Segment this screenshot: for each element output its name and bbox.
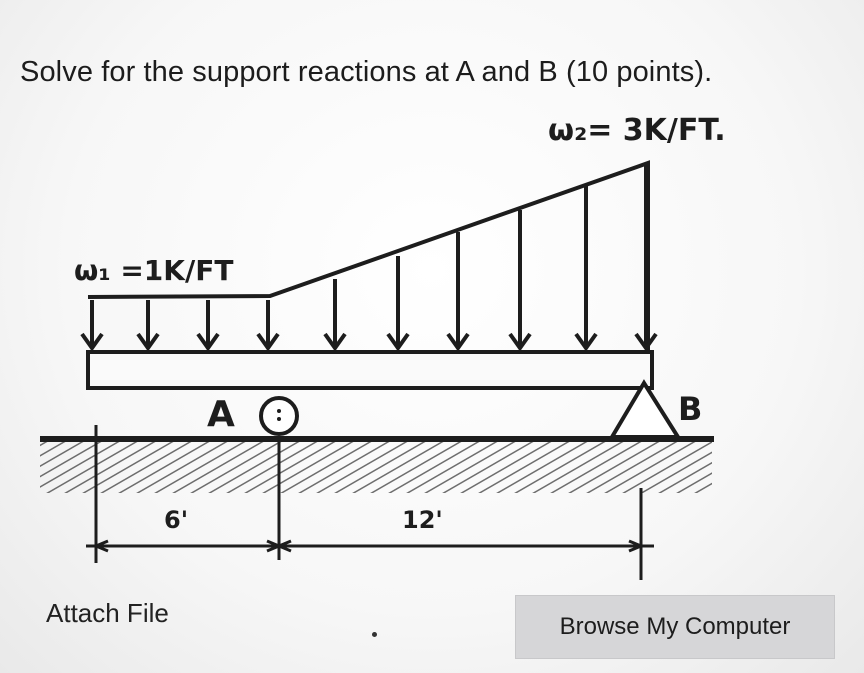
load-arrow (574, 186, 598, 352)
support-b-label: B (678, 390, 702, 428)
ground-hatch (40, 441, 712, 493)
dimension-6ft-label: 6' (164, 506, 188, 534)
load-arrow (196, 300, 220, 352)
roller-pin (277, 409, 281, 413)
load-arrow (323, 279, 347, 352)
roller-pin (277, 417, 281, 421)
browse-my-computer-button[interactable]: Browse My Computer (515, 595, 835, 659)
load-arrow (634, 165, 658, 352)
load-arrows (80, 165, 658, 352)
beam (86, 350, 654, 390)
support-a-roller (259, 396, 299, 436)
load-arrow (508, 210, 532, 352)
load-arrow (446, 232, 470, 352)
cursor-dot (372, 632, 377, 637)
load-arrow (386, 256, 410, 352)
question-text: Solve for the support reactions at A and… (20, 56, 713, 88)
w2-load-label: ω₂= 3K/FT. (548, 113, 726, 148)
beam-diagram: ω₂= 3K/FT. ω₁ =1K/FT A B (40, 113, 726, 580)
load-arrow (80, 300, 104, 352)
load-arrow (256, 300, 280, 352)
attach-file-label: Attach File (46, 598, 169, 628)
w1-load-label: ω₁ =1K/FT (74, 254, 233, 287)
support-b-pin (608, 379, 682, 439)
load-arrow (136, 300, 160, 352)
support-a-label: A (207, 394, 235, 435)
dimension-12ft-label: 12' (402, 506, 443, 534)
dimension-lines (86, 425, 654, 580)
